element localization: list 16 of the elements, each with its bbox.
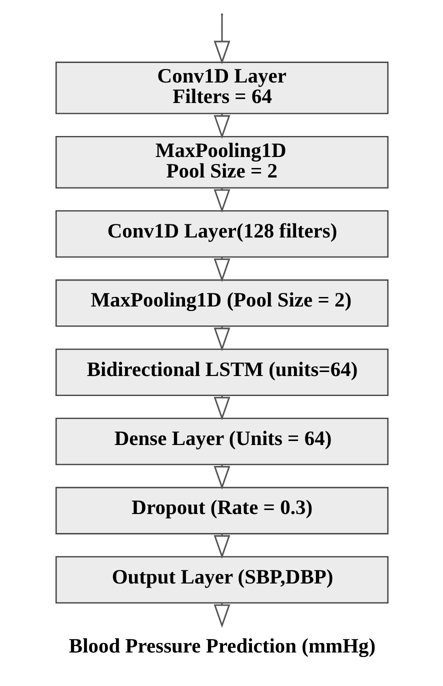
arrow <box>213 257 230 282</box>
node-box: Dense Layer (Units = 64) <box>54 418 388 466</box>
arrow <box>213 534 230 559</box>
node-box: Output Layer (SBP,DBP) <box>54 556 388 604</box>
node-box: Dropout (Rate = 0.3) <box>54 486 388 534</box>
arrow <box>213 395 230 420</box>
node-box: MaxPooling1D (Pool Size = 2) <box>54 279 388 327</box>
node-box: MaxPooling1D Pool Size = 2 <box>54 136 388 188</box>
node-box: Conv1D Layer(128 filters) <box>54 210 388 258</box>
node-box: Bidirectional LSTM (units=64) <box>54 348 388 396</box>
node-box: Conv1D Layer Filters = 64 <box>54 62 388 114</box>
arrow <box>213 326 230 352</box>
arrow <box>213 464 230 490</box>
arrow <box>213 15 230 64</box>
node-text: Blood Pressure Prediction (mmHg) <box>68 636 376 658</box>
arrow <box>213 602 230 628</box>
